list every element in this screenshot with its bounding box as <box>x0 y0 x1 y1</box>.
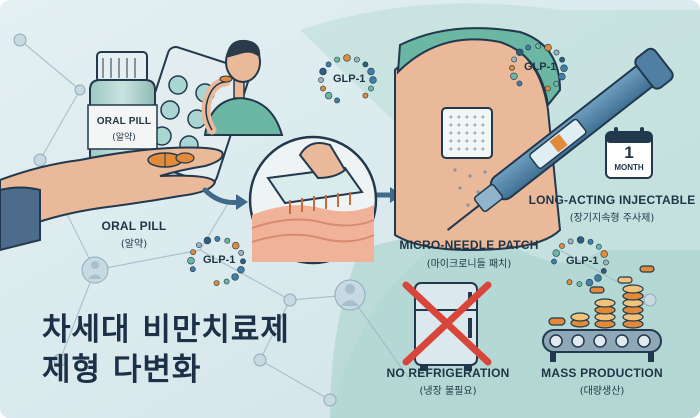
molecule-bead <box>551 258 557 265</box>
molecule-bead <box>369 76 377 84</box>
molecule-bead <box>558 72 566 81</box>
molecule-bead <box>238 249 245 256</box>
title-line-2: 제형 다변화 <box>42 352 202 388</box>
glp1-label-1: GLP-1 <box>333 73 366 85</box>
injector-pen <box>446 47 674 231</box>
molecule-bead <box>587 238 594 245</box>
hand-with-pill <box>0 146 224 252</box>
molecule-bead <box>195 242 202 248</box>
glp1-label-3: GLP-1 <box>203 254 236 266</box>
molecule-bead <box>585 278 594 287</box>
calendar-icon <box>605 127 653 179</box>
molecule-bead <box>318 77 324 83</box>
calendar-unit: MONTH <box>614 163 644 172</box>
no-refrigeration-caption-kr: (냉장 불필요) <box>419 386 477 397</box>
molecule-bead <box>334 56 340 63</box>
molecule-bead <box>560 64 568 72</box>
no-refrigeration-caption: NO REFRIGERATION <box>386 366 510 380</box>
molecule-bead <box>368 85 374 92</box>
conveyor-belt <box>542 329 662 362</box>
molecule-bead <box>320 85 326 92</box>
molecule-bead <box>362 61 369 68</box>
molecule-bead <box>576 236 585 244</box>
molecule-bead <box>240 258 246 265</box>
arm-with-patch <box>394 27 562 252</box>
molecule-bead <box>515 48 524 56</box>
molecule-bead <box>187 257 195 265</box>
molecule-bead <box>353 56 360 63</box>
microneedle-closeup <box>248 135 378 265</box>
molecule-bead <box>603 259 609 266</box>
molecule-bead <box>553 80 560 87</box>
molecule-bead <box>600 250 608 258</box>
molecule-bead <box>224 237 231 244</box>
molecule-bead <box>237 266 245 274</box>
molecule-bead <box>334 97 340 104</box>
mass-production-caption-kr: (대량생산) <box>579 386 625 397</box>
molecule-bead <box>189 266 196 273</box>
molecule-bead <box>594 274 602 282</box>
network-nodes <box>13 33 657 407</box>
bottle-label: ORAL PILL <box>96 116 152 127</box>
molecule-bead <box>525 44 532 51</box>
microneedle-caption: MICRO-NEEDLE PATCH <box>399 238 539 252</box>
glp1-molecules <box>187 43 609 287</box>
molecule-bead <box>516 80 523 87</box>
molecule-bead <box>567 238 574 245</box>
molecule-bead <box>510 72 518 81</box>
molecule-bead <box>552 249 560 257</box>
injectable-caption: LONG-ACTING INJECTABLE <box>528 193 696 207</box>
molecule-bead <box>232 241 240 250</box>
mass-production-caption: MASS PRODUCTION <box>541 366 663 380</box>
glp1-label-4: GLP-1 <box>566 255 599 267</box>
microneedle-caption-kr: (마이크로니들 패치) <box>426 259 512 270</box>
molecule-bead <box>566 279 573 286</box>
molecule-bead <box>319 67 327 76</box>
title-line-1: 차세대 비만치료제 <box>42 312 290 348</box>
injectable-caption-kr: (장기지속형 주사제) <box>569 213 655 224</box>
molecule-bead <box>544 85 551 92</box>
molecule-bead <box>559 56 565 63</box>
molecule-bead <box>535 43 542 49</box>
molecule-bead <box>576 281 583 287</box>
molecule-bead <box>325 61 332 68</box>
molecule-bead <box>595 243 602 250</box>
teal-panel-lower <box>330 235 700 418</box>
molecule-bead <box>511 56 517 63</box>
molecule-bead <box>362 92 369 99</box>
molecule-bead <box>343 54 351 62</box>
molecule-bead <box>553 49 560 56</box>
network-person-icons <box>88 261 359 306</box>
molecule-bead <box>559 243 565 249</box>
molecule-bead <box>214 235 221 242</box>
person-taking-pill <box>201 39 284 136</box>
molecule-bead <box>600 267 607 274</box>
calendar-number: 1 <box>624 143 634 162</box>
cross-icon <box>402 281 492 366</box>
molecule-bead <box>190 249 196 256</box>
molecule-bead <box>367 67 375 76</box>
oral-pill-caption-kr: (알약) <box>120 239 148 250</box>
molecule-bead <box>213 280 220 286</box>
pill-stacks <box>548 265 655 329</box>
molecule-bead <box>324 91 333 100</box>
molecule-bead <box>509 64 515 71</box>
molecule-bead <box>203 236 212 245</box>
bottle-label-kr: (알약) <box>112 133 136 143</box>
molecule-bead <box>223 278 230 285</box>
pill-bottle <box>87 51 158 163</box>
flow-arrow-1-head <box>236 194 248 210</box>
oral-pill-caption: ORAL PILL <box>101 219 167 233</box>
molecule-bead <box>544 43 552 52</box>
glp1-label-2: GLP-1 <box>524 61 557 73</box>
molecule-bead <box>231 273 239 281</box>
